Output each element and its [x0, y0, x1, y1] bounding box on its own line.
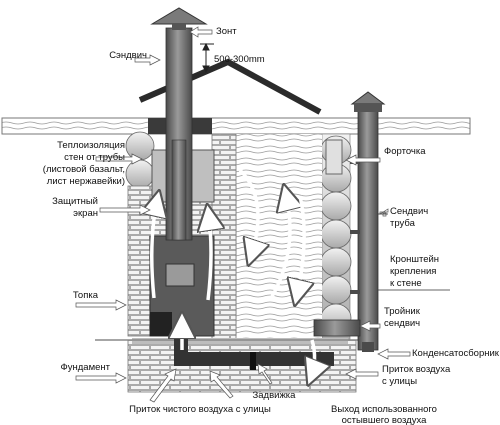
label-sandwich: Сэндвич — [109, 50, 147, 61]
label-insulation: Теплоизоляция стен от трубы (листовой ба… — [43, 140, 125, 187]
label-damper: Задвижка — [253, 390, 297, 401]
label-vent: Форточка — [384, 146, 426, 157]
svg-text:Сендвич: Сендвич — [390, 206, 428, 217]
label-leaders — [378, 213, 450, 291]
svg-text:экран: экран — [73, 208, 98, 219]
svg-text:Выход использованного: Выход использованного — [331, 404, 437, 415]
label-air-inlet-right: Приток воздуха с улицы — [382, 364, 451, 387]
pointer-arrows — [75, 26, 411, 385]
label-foundation: Фундамент — [61, 362, 111, 373]
svg-text:Тройник: Тройник — [384, 306, 421, 317]
svg-text:труба: труба — [390, 218, 416, 229]
svg-text:с улицы: с улицы — [382, 376, 417, 387]
label-exhaust: Выход использованного остывшего воздуха — [331, 404, 437, 425]
tee-connector — [313, 319, 361, 337]
svg-text:Приток воздуха: Приток воздуха — [382, 364, 451, 375]
svg-text:(листовой базальт,: (листовой базальт, — [43, 164, 125, 175]
svg-text:сендвич: сендвич — [384, 318, 420, 329]
vent-window — [325, 139, 343, 175]
label-sandwich-pipe: Сендвич труба — [390, 206, 428, 229]
label-condensate: Конденсатосборник — [412, 348, 500, 359]
svg-text:стен от трубы: стен от трубы — [64, 152, 125, 163]
wall-interior — [236, 134, 322, 344]
svg-text:крепления: крепления — [390, 266, 436, 277]
airflow-arrows — [152, 168, 315, 380]
label-air-inlet-bottom: Приток чистого воздуха с улицы — [129, 404, 271, 415]
svg-text:к стене: к стене — [390, 278, 422, 289]
ceiling-beam — [1, 117, 471, 135]
label-tee: Тройник сендвич — [384, 306, 421, 329]
label-shield: Защитный экран — [52, 196, 98, 219]
air-channel — [174, 336, 334, 370]
label-umbrella: Зонт — [216, 26, 237, 37]
label-height-gap: 500-300mm — [214, 54, 265, 65]
svg-text:Кронштейн: Кронштейн — [390, 254, 439, 265]
left-log-wall — [125, 131, 155, 189]
height-dimension — [200, 42, 214, 74]
svg-text:Защитный: Защитный — [52, 196, 98, 207]
label-firebox: Топка — [73, 290, 99, 301]
svg-text:лист нержавейки): лист нержавейки) — [47, 176, 125, 187]
svg-text:остывшего воздуха: остывшего воздуха — [342, 415, 428, 425]
bottom-arrows — [149, 368, 234, 403]
chimney-pipe — [165, 27, 193, 241]
label-bracket: Кронштейн крепления к стене — [390, 254, 439, 289]
svg-text:Теплоизоляция: Теплоизоляция — [57, 140, 125, 151]
umbrella-cap — [150, 7, 208, 30]
